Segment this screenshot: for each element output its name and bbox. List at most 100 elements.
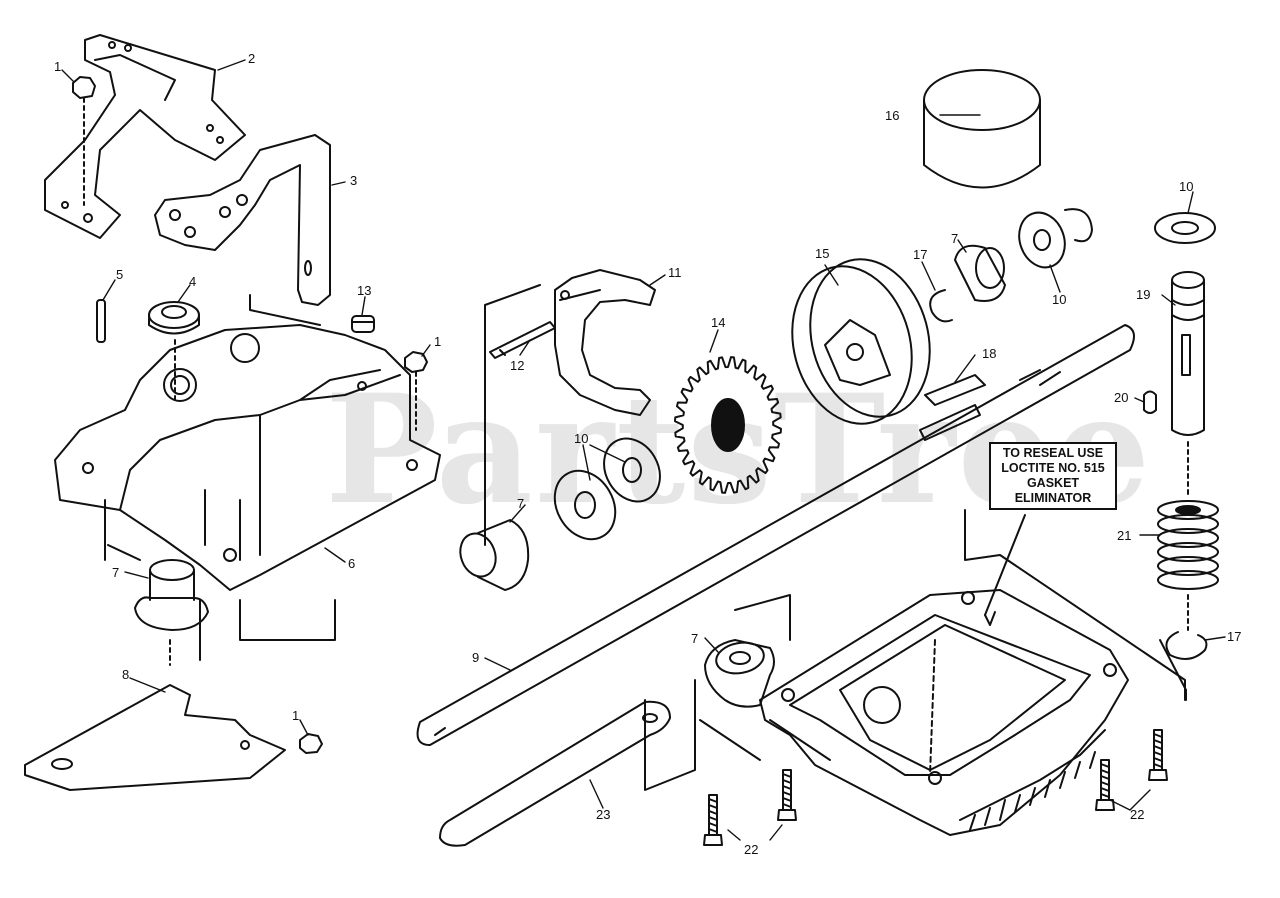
part-worm-gear-21 (1158, 501, 1218, 589)
screw-thread (1154, 752, 1162, 755)
leader-lines (62, 60, 1225, 840)
part-nut-top-left (73, 77, 95, 205)
part-bearing-16 (924, 70, 1040, 188)
callout-14: 14 (711, 315, 726, 330)
reference-lines-left (105, 295, 335, 665)
part-screw-22c (1096, 760, 1114, 810)
part-nut-bottom (300, 734, 322, 753)
callout-10: 10 (1179, 179, 1194, 194)
part-pin-5 (97, 300, 105, 342)
screw-thread (783, 798, 791, 801)
screw-thread (1101, 794, 1109, 797)
part-bushing-7-shaft (455, 520, 529, 590)
callout-18: 18 (982, 346, 997, 361)
part-clip-17-upper (930, 290, 952, 321)
gear-hub (712, 399, 744, 451)
part-washer-10-right (1155, 213, 1215, 243)
part-gear (675, 357, 781, 493)
part-gear-case (55, 325, 440, 590)
callout-7: 7 (517, 496, 525, 511)
worm-coil (1158, 515, 1218, 533)
part-washer-10-mid (593, 428, 671, 511)
screw-thread (783, 780, 791, 783)
part-shift-fork (555, 270, 655, 415)
screw-thread (1101, 776, 1109, 779)
screw-thread (709, 817, 717, 820)
callout-8: 8 (122, 667, 130, 682)
callout-17: 17 (913, 247, 928, 262)
part-clip-upper-right (1065, 209, 1092, 241)
part-plate (25, 685, 285, 790)
screw-thread (783, 774, 791, 777)
part-axle-shaft (418, 325, 1134, 745)
worm-coil (1158, 557, 1218, 575)
callout-1: 1 (434, 334, 442, 349)
screw-thread (783, 786, 791, 789)
callout-10: 10 (574, 431, 589, 446)
screw-thread (709, 829, 717, 832)
callout-12: 12 (510, 358, 525, 373)
part-shift-arm (155, 135, 330, 305)
screw-head (704, 835, 722, 845)
part-plug-13 (352, 316, 374, 332)
callout-16: 16 (885, 108, 900, 123)
part-bracket (45, 35, 245, 238)
part-dipstick-23 (440, 680, 695, 846)
screw-thread (1101, 770, 1109, 773)
callout-19: 19 (1136, 287, 1151, 302)
note-line: ELIMINATOR (1014, 491, 1092, 505)
callout-6: 6 (348, 556, 356, 571)
screw-thread (709, 799, 717, 802)
note-line: GASKET (1026, 476, 1080, 490)
callout-7: 7 (112, 565, 120, 580)
callout-22: 22 (1130, 807, 1145, 822)
part-washer-10-upper (1012, 206, 1072, 274)
callout-15: 15 (815, 246, 830, 261)
note-line: TO RESEAL USE (1002, 446, 1104, 460)
part-bushing-7-lower (705, 639, 774, 707)
screw-thread (1154, 764, 1162, 767)
worm-bore (1176, 506, 1200, 514)
callout-3: 3 (350, 173, 358, 188)
worm-coil (1158, 543, 1218, 561)
callout-7: 7 (951, 231, 959, 246)
part-screw-22b (778, 770, 796, 820)
part-vertical-shaft-19 (1172, 272, 1204, 435)
callout-1: 1 (54, 59, 62, 74)
callout-22: 22 (744, 842, 759, 857)
reseal-note-box: TO RESEAL USE LOCTITE NO. 515 GASKET ELI… (989, 442, 1117, 510)
screw-thread (709, 811, 717, 814)
callout-1: 1 (292, 708, 300, 723)
part-key-20 (1144, 392, 1156, 414)
worm-coil (1158, 571, 1218, 589)
part-pin-12 (490, 322, 555, 358)
gear-teeth (675, 357, 781, 493)
screw-thread (709, 805, 717, 808)
part-clutch-pulley (775, 246, 946, 438)
screw-thread (783, 804, 791, 807)
note-line: LOCTITE NO. 515 (1001, 461, 1105, 475)
screw-thread (1101, 764, 1109, 767)
screw-thread (1154, 746, 1162, 749)
reference-lines-fork (485, 285, 540, 545)
part-screw-22d (1149, 730, 1167, 780)
callout-2: 2 (248, 51, 256, 66)
screw-thread (1101, 782, 1109, 785)
part-screw-22a (704, 795, 722, 845)
callout-23: 23 (596, 807, 611, 822)
screw-thread (1154, 740, 1162, 743)
worm-coil (1158, 501, 1218, 519)
part-washer-10-left (543, 460, 627, 550)
callout-11: 11 (668, 265, 682, 280)
screw-thread (709, 823, 717, 826)
callout-20: 20 (1114, 390, 1129, 405)
part-bushing-left (135, 560, 208, 630)
screw-thread (1101, 788, 1109, 791)
part-clip-17-lower (1166, 632, 1206, 659)
part-key-18 (925, 375, 985, 405)
screw-head (1149, 770, 1167, 780)
callout-13: 13 (357, 283, 372, 298)
part-bushing-7-upper (955, 246, 1005, 301)
screw-head (778, 810, 796, 820)
